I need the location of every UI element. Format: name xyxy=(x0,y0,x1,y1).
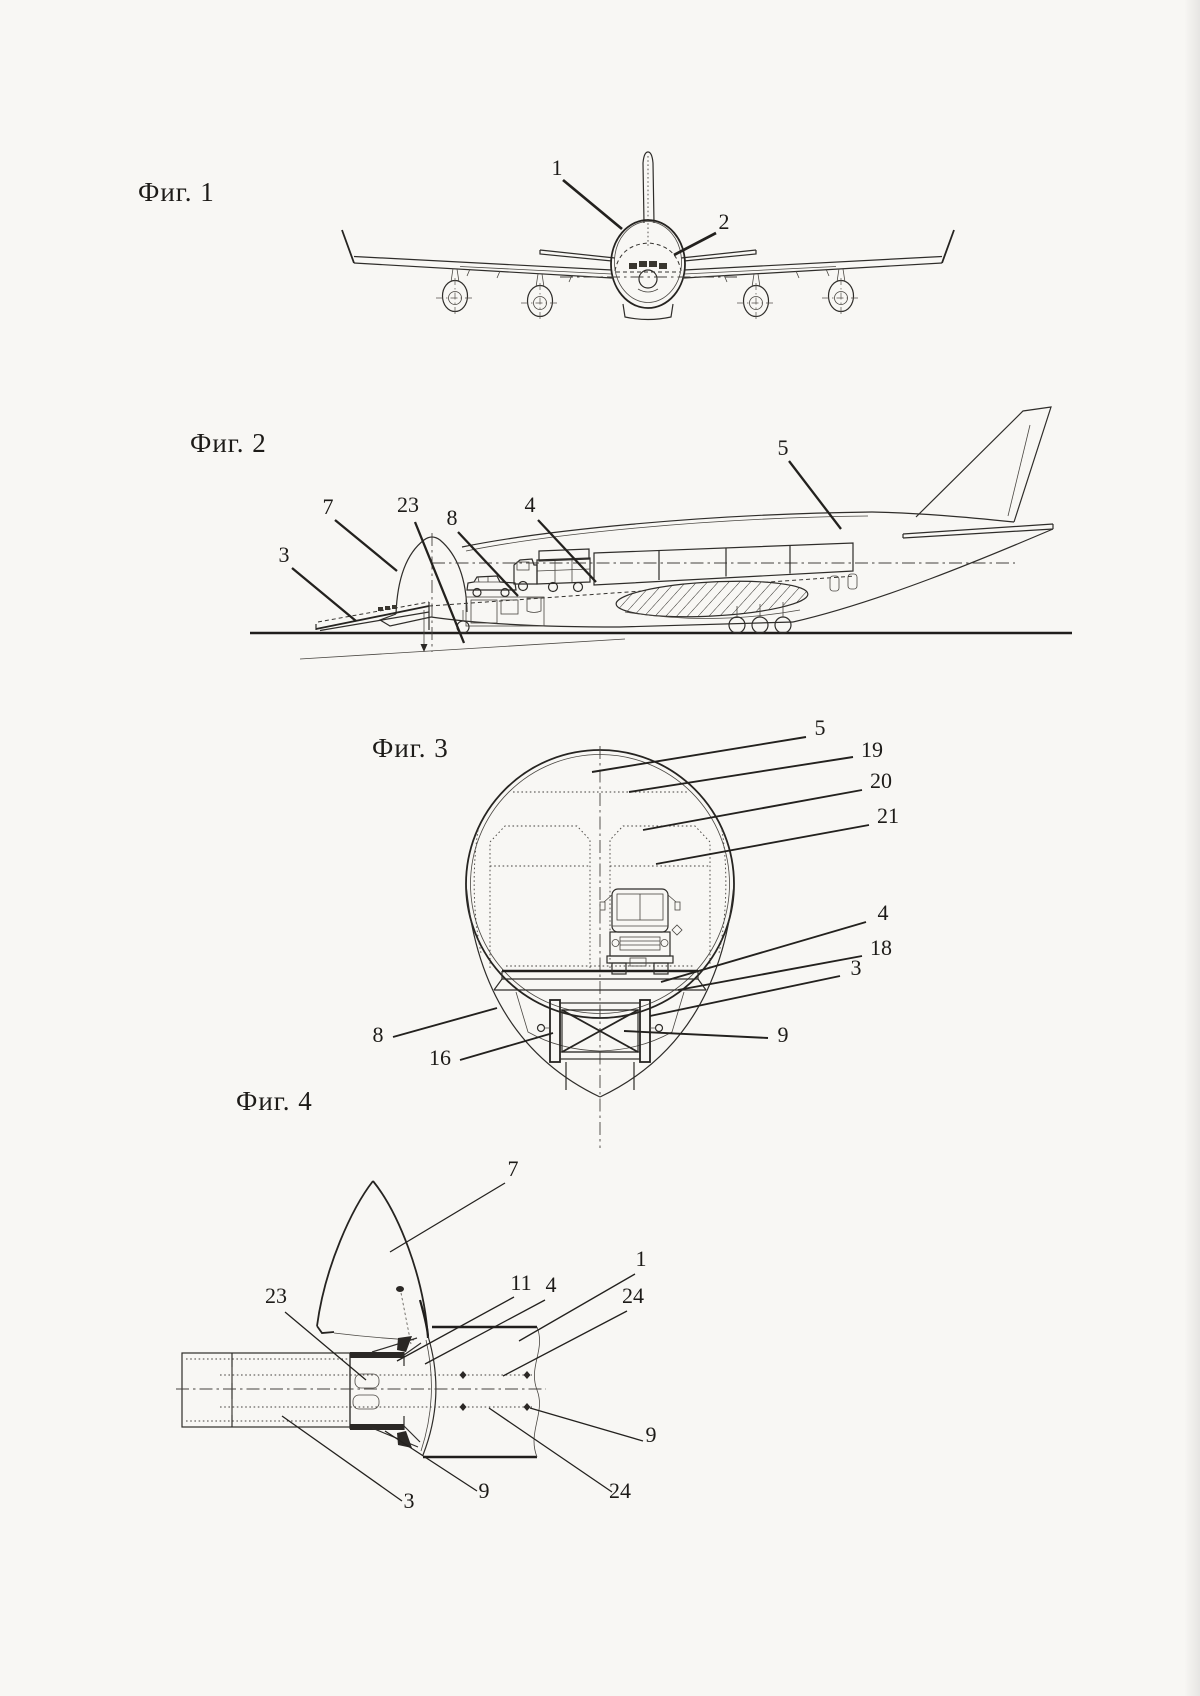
figure-3-labels: 5 19 20 21 4 18 3 9 8 16 xyxy=(373,715,900,1070)
leader-line xyxy=(518,1273,636,1342)
figure-ref-label: 8 xyxy=(373,1022,384,1047)
figure-ref-label: 5 xyxy=(778,435,789,460)
leader-line xyxy=(655,824,870,865)
leader-line xyxy=(281,1415,403,1502)
leader-line xyxy=(457,531,519,597)
figure-3-caption: Фиг. 3 xyxy=(372,733,449,763)
leader-line xyxy=(537,519,597,583)
figure-2-labels: 7 23 8 4 5 3 xyxy=(279,435,842,644)
figure-ref-label: 1 xyxy=(636,1246,647,1271)
figure-ref-label: 3 xyxy=(279,542,290,567)
figure-ref-label: 9 xyxy=(646,1422,657,1447)
leader-line xyxy=(642,789,863,831)
truck-side xyxy=(513,548,591,593)
figure-ref-label: 20 xyxy=(870,768,892,793)
leader-line xyxy=(677,955,863,991)
figure-1-front-view-drawing xyxy=(341,151,955,321)
figure-ref-label: 7 xyxy=(508,1156,519,1181)
figure-ref-label: 9 xyxy=(479,1478,490,1503)
figure-ref-label: 24 xyxy=(609,1478,631,1503)
figure-ref-label: 2 xyxy=(719,209,730,234)
figure-ref-label: 24 xyxy=(622,1283,644,1308)
leader-line xyxy=(628,756,854,793)
leader-line xyxy=(623,1030,769,1039)
engine-nacelle xyxy=(822,268,860,316)
figure-1-labels: 12 xyxy=(552,155,730,257)
figure-ref-label: 23 xyxy=(397,492,419,517)
leader-line xyxy=(649,975,841,1017)
figure-ref-label: 5 xyxy=(815,715,826,740)
figure-ref-label: 9 xyxy=(778,1022,789,1047)
car-side xyxy=(466,575,517,598)
figure-ref-label: 23 xyxy=(265,1283,287,1308)
figure-ref-label: 3 xyxy=(404,1488,415,1513)
leader-line xyxy=(502,1310,628,1377)
leader-line xyxy=(424,1299,546,1365)
figure-4-caption: Фиг. 4 xyxy=(236,1086,313,1116)
figure-ref-label: 8 xyxy=(447,505,458,530)
figure-ref-label: 16 xyxy=(429,1045,451,1070)
leader-line xyxy=(788,460,842,530)
leader-line xyxy=(284,1311,367,1381)
leader-line xyxy=(488,1407,613,1493)
leader-line xyxy=(291,567,357,622)
figure-1-caption: Фиг. 1 xyxy=(138,177,215,207)
leader-line xyxy=(673,231,717,257)
leader-line xyxy=(562,178,623,231)
leader-line xyxy=(413,521,466,644)
figure-ref-label: 3 xyxy=(851,955,862,980)
figure-ref-label: 21 xyxy=(877,803,899,828)
leader-line xyxy=(529,1407,644,1442)
leader-line xyxy=(660,921,867,983)
figure-ref-label: 19 xyxy=(861,737,883,762)
leader-line xyxy=(459,1032,554,1061)
figure-4-labels: 7 23 11 4 1 24 9 24 9 3 xyxy=(265,1156,657,1513)
figure-3-cross-section-drawing xyxy=(465,746,735,1148)
figure-ref-label: 7 xyxy=(323,494,334,519)
engine-nacelle xyxy=(737,273,775,321)
figure-ref-label: 11 xyxy=(510,1270,531,1295)
leader-line xyxy=(591,736,807,773)
figure-ref-label: 4 xyxy=(525,492,536,517)
engine-nacelle xyxy=(521,273,559,321)
figure-ref-label: 4 xyxy=(546,1272,557,1297)
engine-nacelle xyxy=(436,268,474,316)
leader-line xyxy=(392,1007,498,1038)
truck-front xyxy=(599,888,683,975)
figure-4-nose-top-view-drawing xyxy=(176,1180,546,1459)
figure-ref-label: 4 xyxy=(878,900,889,925)
figure-ref-label: 18 xyxy=(870,935,892,960)
leader-line xyxy=(396,1296,515,1362)
leader-line xyxy=(384,1430,478,1492)
figure-2-caption: Фиг. 2 xyxy=(190,428,267,458)
figure-ref-label: 1 xyxy=(552,155,563,180)
leader-line xyxy=(334,519,398,572)
leader-line xyxy=(389,1182,506,1253)
figure-2-side-view-drawing xyxy=(250,406,1072,660)
